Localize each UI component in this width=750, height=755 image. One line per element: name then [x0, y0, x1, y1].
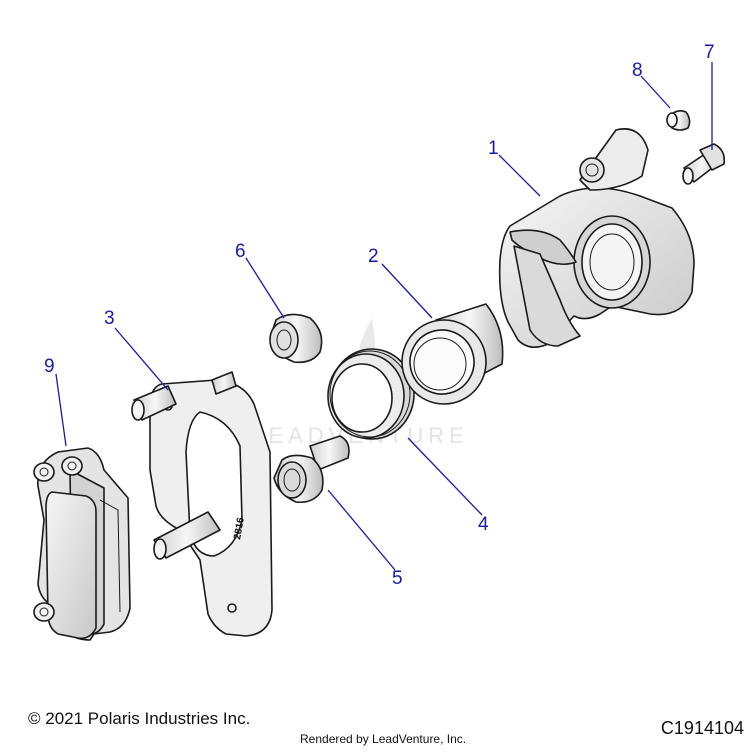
- piston-part: [401, 303, 504, 405]
- pin-boot-part: [273, 435, 350, 504]
- grommet-part: [269, 313, 323, 364]
- callouts: 1 2 3 4 5 6 7 8 9: [44, 42, 715, 589]
- brake-pad-part: [33, 447, 131, 641]
- callout-5: 5: [392, 568, 403, 589]
- callout-8: 8: [632, 60, 643, 81]
- leader-lines: [55, 62, 713, 571]
- callout-2: 2: [368, 246, 379, 267]
- callout-9: 9: [44, 356, 55, 377]
- callout-3: 3: [104, 308, 115, 329]
- copyright-text: © 2021 Polaris Industries Inc.: [28, 709, 251, 728]
- bleeder-valve-part: [682, 143, 726, 185]
- caliper-housing-part: [498, 128, 695, 348]
- bracket-stamp: 2816: [232, 516, 247, 540]
- rendered-by-text: Rendered by LeadVenture, Inc.: [300, 732, 467, 746]
- callout-7: 7: [704, 42, 715, 63]
- callout-4: 4: [478, 514, 489, 535]
- bleeder-cap-part: [666, 110, 691, 131]
- callout-1: 1: [488, 138, 499, 159]
- caliper-bracket-part: 2816: [131, 371, 273, 637]
- callout-6: 6: [235, 241, 246, 262]
- seal-ring-part: [327, 348, 415, 440]
- diagram-code: C1914104: [660, 718, 744, 738]
